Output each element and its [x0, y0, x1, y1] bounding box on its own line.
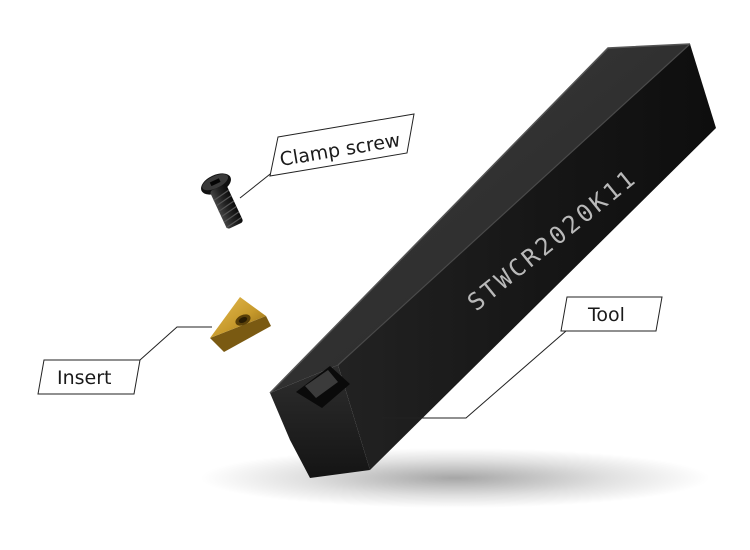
insert-label-box: [37, 359, 141, 395]
insert-label: Insert: [37, 359, 141, 395]
pocket-seat-highlight: [305, 370, 338, 398]
tool-holder: STWCR2020K11: [269, 43, 716, 478]
tool-end-face: [270, 365, 370, 478]
tool-top-face: [270, 44, 690, 393]
tool-side-face: [338, 44, 716, 470]
tool-leader-line: [382, 330, 567, 419]
clamp-screw-label-box: [269, 113, 415, 177]
tool-edge-highlight: [269, 43, 691, 394]
screw-threads: [213, 189, 242, 229]
insert-side: [210, 316, 271, 352]
insert-leader-line: [139, 326, 212, 361]
clamp-screw-label: Clamp screw: [269, 113, 415, 177]
insert-hole-inner: [238, 316, 248, 324]
clamp-screw: [201, 173, 243, 229]
tool-edge-highlight-2: [337, 43, 691, 366]
carbide-insert: [210, 297, 271, 352]
tool-label-text: Tool: [587, 304, 625, 326]
tool-label: Tool: [560, 296, 663, 332]
screw-torx-slot: [209, 178, 221, 187]
tool-label-box: [560, 296, 663, 332]
floor-shadow: [200, 448, 710, 508]
insert-label-text: Insert: [57, 367, 112, 389]
